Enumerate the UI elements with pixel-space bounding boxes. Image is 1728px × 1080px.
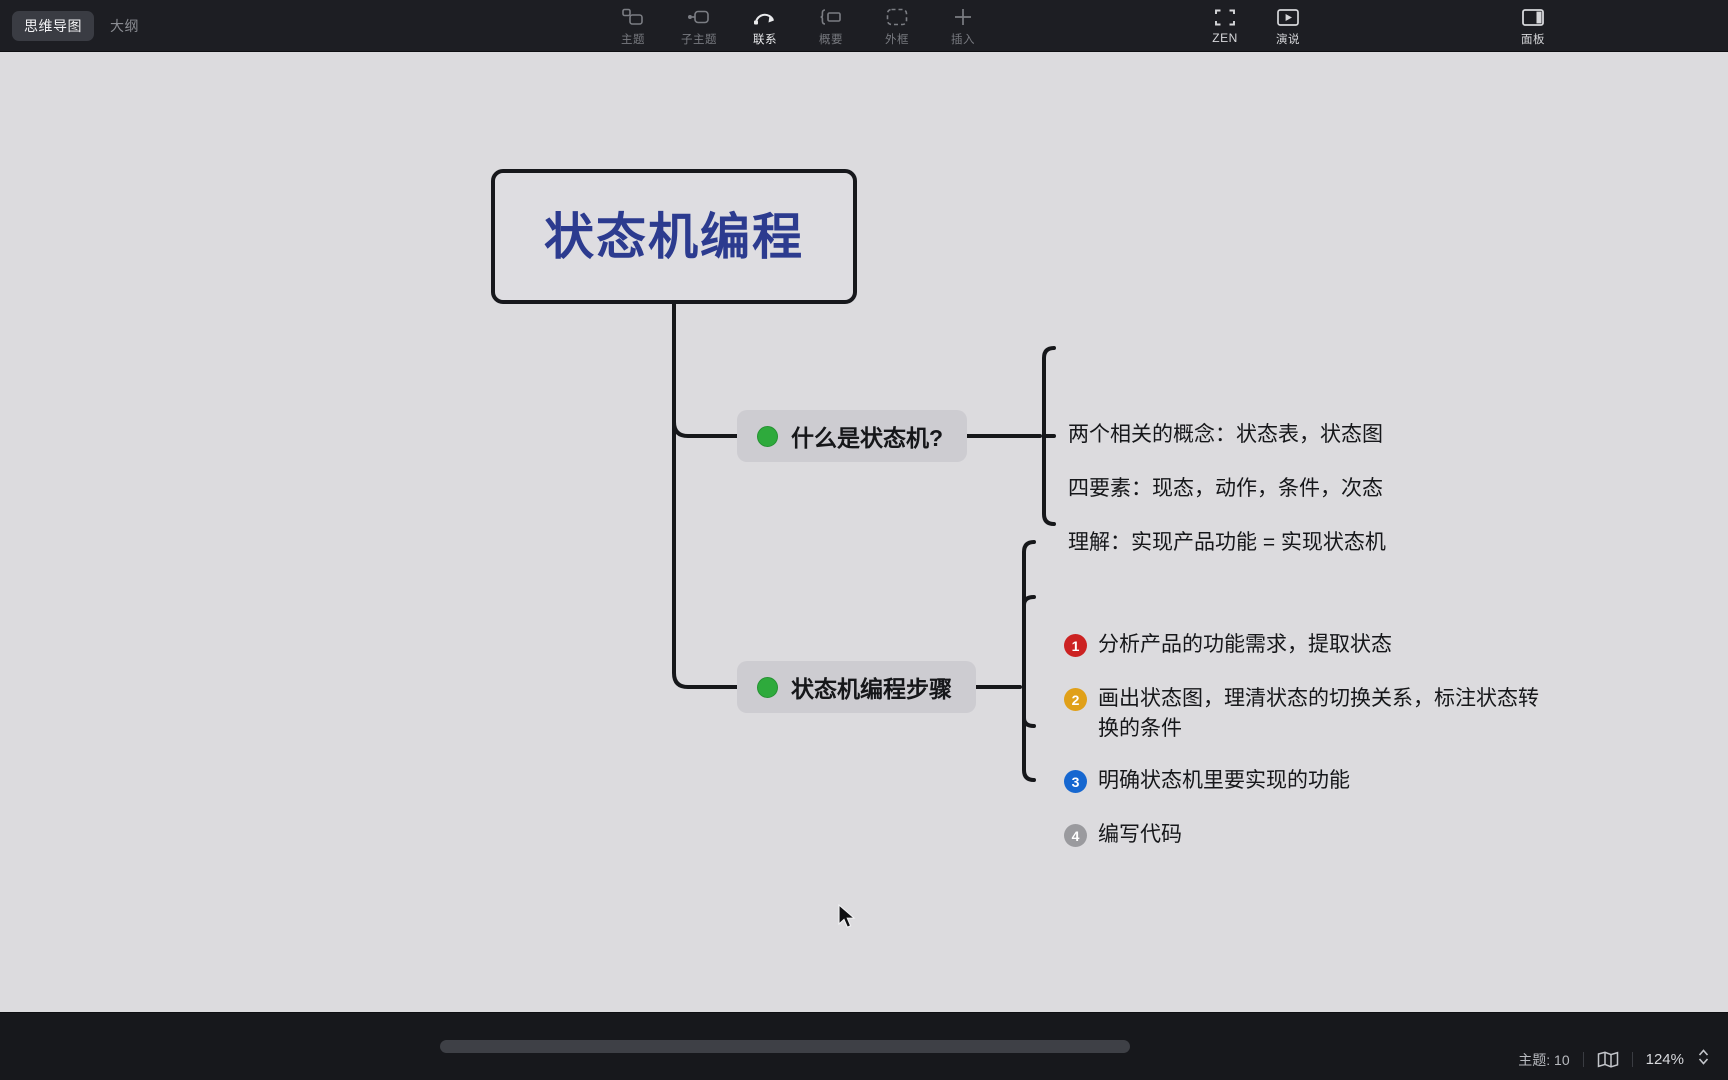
status-divider — [1631, 1052, 1633, 1067]
branch-node-what-is-state-machine[interactable]: 什么是状态机? — [737, 410, 968, 462]
presentation-tool-group: ZEN 演说 — [1195, 4, 1321, 47]
tool-relation[interactable]: 联系 — [732, 4, 798, 47]
mode-tab-mindmap[interactable]: 思维导图 — [12, 11, 94, 41]
mode-tab-outline[interactable]: 大纲 — [98, 11, 151, 41]
topic-icon — [622, 7, 644, 27]
topic-count-label: 主题: 10 — [1518, 1051, 1570, 1068]
leaf-node-label: 理解：实现产品功能 = 实现状态机 — [1068, 531, 1386, 554]
subtopic-icon — [687, 7, 711, 27]
mouse-cursor — [838, 904, 856, 928]
leaf-node[interactable]: 四要素：现态，动作，条件，次态 — [1068, 474, 1383, 504]
edit-tool-group: 主题 子主题 — [600, 4, 996, 47]
connector-lines — [672, 302, 1056, 782]
tool-topic[interactable]: 主题 — [600, 4, 666, 47]
tool-boundary[interactable]: 外框 — [864, 4, 930, 47]
zoom-level-label: 124% — [1645, 1051, 1684, 1068]
tool-panel-label: 面板 — [1521, 34, 1545, 46]
leaf-node[interactable]: 理解：实现产品功能 = 实现状态机 — [1068, 528, 1386, 558]
tool-presentation-label: 演说 — [1276, 34, 1300, 46]
leaf-node[interactable]: 3 明确状态机里要实现的功能 — [1064, 766, 1350, 796]
leaf-node[interactable]: 1 分析产品的功能需求，提取状态 — [1064, 630, 1392, 660]
view-mode-tabs: 思维导图 大纲 — [12, 11, 151, 41]
step-badge-1: 1 — [1064, 634, 1087, 657]
mode-tab-mindmap-label: 思维导图 — [24, 18, 82, 34]
top-toolbar: 思维导图 大纲 主题 — [0, 0, 1728, 52]
green-dot-icon — [757, 676, 778, 698]
leaf-node[interactable]: 4 编写代码 — [1064, 820, 1182, 850]
tool-zen-label: ZEN — [1212, 31, 1238, 45]
step-badge-3: 3 — [1064, 770, 1087, 793]
bottom-status-bar: 主题: 10 124% — [0, 1012, 1728, 1080]
status-indicators: 主题: 10 124% — [1518, 1047, 1710, 1072]
tool-topic-label: 主题 — [621, 34, 645, 46]
zen-fullscreen-icon — [1214, 7, 1236, 27]
tool-subtopic[interactable]: 子主题 — [666, 4, 732, 47]
tool-summary-label: 概要 — [819, 34, 843, 46]
map-book-icon[interactable] — [1597, 1051, 1619, 1068]
tool-presentation[interactable]: 演说 — [1255, 4, 1321, 47]
tool-summary[interactable]: 概要 — [798, 4, 864, 47]
tool-insert-label: 插入 — [951, 34, 975, 46]
green-dot-icon — [757, 425, 778, 447]
presentation-play-icon — [1276, 7, 1300, 27]
leaf-node-label: 四要素：现态，动作，条件，次态 — [1068, 477, 1383, 500]
mindmap-canvas[interactable]: 状态机编程 什么是状态机? 两个相关的概念：状态表，状态图 四要素：现态，动作，… — [0, 52, 1728, 1012]
branch-node-programming-steps[interactable]: 状态机编程步骤 — [737, 661, 976, 713]
mode-tab-outline-label: 大纲 — [110, 18, 139, 34]
insert-plus-icon — [952, 7, 974, 27]
leaf-node-label: 明确状态机里要实现的功能 — [1098, 769, 1350, 792]
tool-panel[interactable]: 面板 — [1500, 4, 1566, 47]
leaf-node[interactable]: 两个相关的概念：状态表，状态图 — [1068, 420, 1383, 450]
leaf-node-label: 两个相关的概念：状态表，状态图 — [1068, 423, 1383, 446]
tool-zen[interactable]: ZEN — [1195, 4, 1255, 45]
zoom-stepper-icon[interactable] — [1697, 1047, 1710, 1072]
side-panel-icon — [1521, 7, 1545, 27]
boundary-icon — [886, 7, 908, 27]
leaf-node-label: 分析产品的功能需求，提取状态 — [1098, 633, 1392, 656]
leaf-node-label: 画出状态图，理清状态的切换关系，标注状态转 换的条件 — [1098, 687, 1539, 741]
horizontal-scrollbar-track[interactable] — [0, 1025, 1728, 1053]
step-badge-2: 2 — [1064, 688, 1087, 711]
branch-node-label: 什么是状态机? — [791, 425, 944, 451]
tool-subtopic-label: 子主题 — [681, 34, 717, 46]
tool-relation-label: 联系 — [753, 34, 777, 46]
leaf-node-label: 编写代码 — [1098, 823, 1182, 846]
panel-tool-group: 面板 — [1500, 4, 1566, 47]
tool-boundary-label: 外框 — [885, 34, 909, 46]
root-node-label: 状态机编程 — [544, 208, 804, 265]
root-node[interactable]: 状态机编程 — [491, 169, 857, 304]
status-divider — [1582, 1052, 1584, 1067]
horizontal-scrollbar-thumb[interactable] — [440, 1040, 1130, 1053]
relation-icon — [753, 7, 777, 27]
tool-insert[interactable]: 插入 — [930, 4, 996, 47]
summary-icon — [819, 7, 843, 27]
step-badge-4: 4 — [1064, 824, 1087, 847]
leaf-node[interactable]: 2 画出状态图，理清状态的切换关系，标注状态转 换的条件 — [1064, 684, 1539, 745]
branch-node-label: 状态机编程步骤 — [791, 676, 952, 702]
